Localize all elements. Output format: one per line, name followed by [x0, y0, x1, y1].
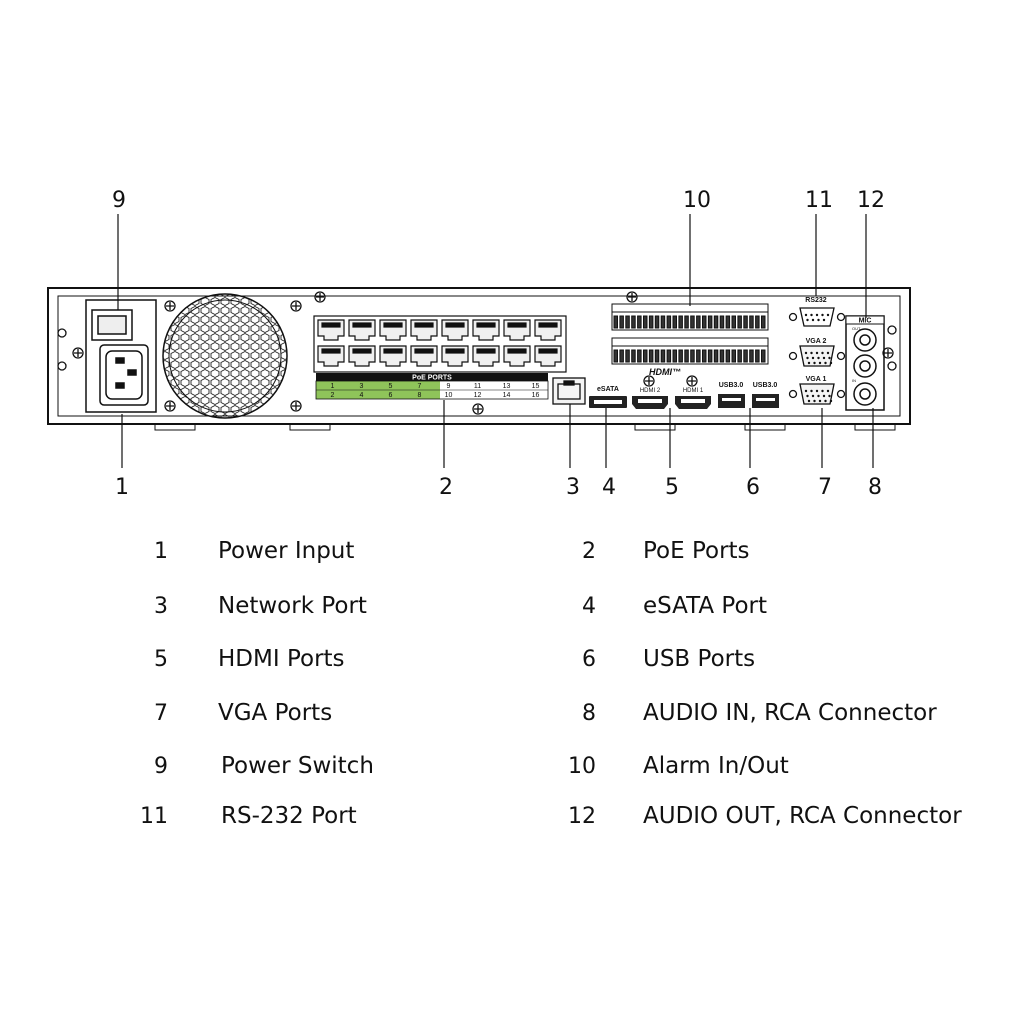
- legend-number: 11: [140, 804, 168, 829]
- legend-label: RS-232 Port: [221, 803, 357, 829]
- poe-port-number: 3: [360, 383, 364, 390]
- legend-label: USB Ports: [643, 646, 756, 672]
- poe-port-number: 15: [532, 383, 540, 390]
- callout-3: 3: [566, 475, 580, 500]
- audio-in-rca-icon: [853, 382, 877, 406]
- legend-label: HDMI Ports: [218, 646, 345, 672]
- vga2-port-icon: [799, 345, 835, 367]
- legend-number: 10: [568, 754, 596, 779]
- poe-port-number: 2: [331, 392, 335, 399]
- esata-label: eSATA: [597, 386, 619, 393]
- poe-port-number: 16: [532, 392, 540, 399]
- audio-section: MIC OUT IN: [845, 315, 885, 411]
- legend-number: 7: [154, 701, 168, 726]
- poe-port-number: 4: [360, 392, 364, 399]
- callout-6: 6: [746, 475, 760, 500]
- callout-4: 4: [602, 475, 616, 500]
- callout-8: 8: [868, 475, 882, 500]
- legend-label: PoE Ports: [643, 538, 750, 564]
- out-label: OUT: [852, 326, 861, 331]
- power-input-socket-icon: [99, 344, 149, 406]
- callout-12: 12: [857, 188, 885, 213]
- legend-number: 12: [568, 804, 596, 829]
- legend-number: 8: [582, 701, 596, 726]
- legend-number: 3: [154, 594, 168, 619]
- power-switch-icon: [91, 309, 133, 341]
- mic-label: MIC: [859, 318, 872, 325]
- usb-ports: USB3.0 USB3.0: [718, 382, 779, 408]
- screw-icons: [57, 291, 897, 415]
- callout-1: 1: [115, 475, 129, 500]
- audio-out-rca-icon: [853, 328, 877, 352]
- poe-port-number: 9: [447, 383, 451, 390]
- legend-label: Alarm In/Out: [643, 753, 789, 779]
- legend-number: 2: [582, 539, 596, 564]
- legend-label: AUDIO OUT, RCA Connector: [643, 803, 962, 829]
- vga1-port-icon: [799, 383, 835, 405]
- poe-port-number: 6: [389, 392, 393, 399]
- power-section: [85, 299, 157, 413]
- legend-label: Power Input: [218, 538, 355, 564]
- network-port-icon: [552, 377, 586, 405]
- legend-label: AUDIO IN, RCA Connector: [643, 700, 937, 726]
- hdmi-ports: HDMI™ HDMI 2 HDMI 1: [632, 367, 711, 409]
- callout-11: 11: [805, 188, 833, 213]
- usb-a-label: USB3.0: [719, 382, 744, 389]
- vga1-label: VGA 1: [806, 376, 827, 383]
- poe-port-number: 12: [474, 392, 482, 399]
- hdmi-logo: HDMI™: [649, 367, 681, 377]
- vga2-label: VGA 2: [806, 338, 827, 345]
- hdmi1-label: HDMI 1: [683, 388, 704, 394]
- legend-number: 6: [582, 647, 596, 672]
- legend-label: Power Switch: [221, 753, 374, 779]
- audio-out-rca-icon: [853, 354, 877, 378]
- callout-9: 9: [112, 188, 126, 213]
- legend-label: VGA Ports: [218, 700, 333, 726]
- usb-b-label: USB3.0: [753, 382, 778, 389]
- poe-port-number: 14: [503, 392, 511, 399]
- poe-header-label: PoE PORTS: [412, 375, 452, 382]
- esata-port-icon: eSATA: [589, 386, 627, 408]
- hdmi2-label: HDMI 2: [640, 388, 661, 394]
- poe-port-number: 8: [418, 392, 422, 399]
- poe-port-number: 5: [389, 383, 393, 390]
- leader-lines: [117, 214, 874, 468]
- in-label: IN: [852, 378, 856, 383]
- poe-port-number: 13: [503, 383, 511, 390]
- poe-port-block: [313, 315, 567, 373]
- alarm-terminal-blocks: [611, 303, 769, 365]
- legend-number: 1: [154, 539, 168, 564]
- chassis: [47, 287, 911, 431]
- poe-port-number: 11: [474, 383, 481, 390]
- legend-label: eSATA Port: [643, 593, 768, 619]
- legend-number: 4: [582, 594, 596, 619]
- serial-vga-ports: RS232 VGA 2 VGA 1: [788, 297, 846, 405]
- legend-label: Network Port: [218, 593, 367, 619]
- legend-number: 9: [154, 754, 168, 779]
- rs232-port-icon: [799, 307, 835, 327]
- callout-10: 10: [683, 188, 711, 213]
- poe-port-number: 1: [331, 383, 335, 390]
- legend-number: 5: [154, 647, 168, 672]
- poe-port-number: 10: [445, 392, 453, 399]
- callout-5: 5: [665, 475, 679, 500]
- fan-grille-icon: [162, 293, 288, 419]
- poe-port-number: 7: [418, 383, 422, 390]
- callout-2: 2: [439, 475, 453, 500]
- rs232-label: RS232: [805, 297, 827, 304]
- callout-7: 7: [818, 475, 832, 500]
